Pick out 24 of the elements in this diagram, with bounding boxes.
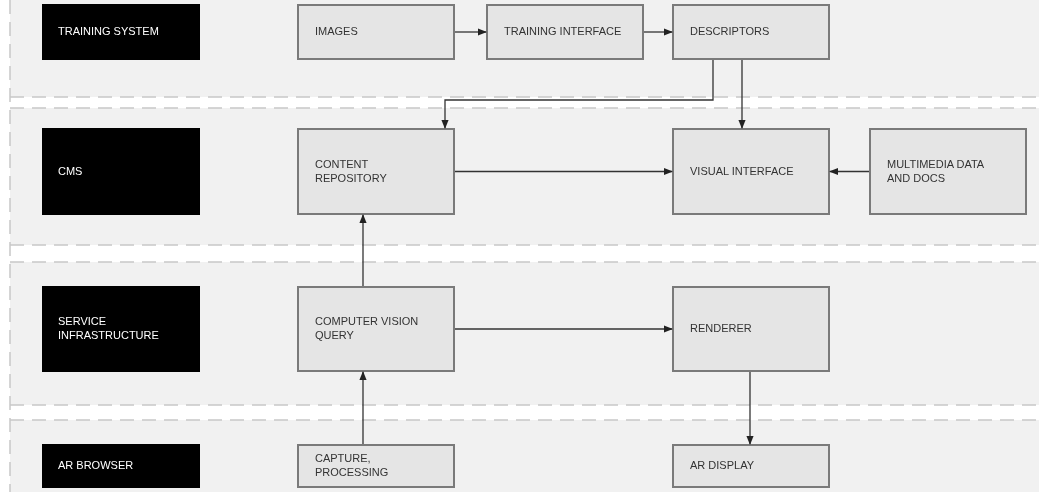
arrow (359, 214, 367, 287)
process-box: IMAGES (297, 4, 455, 60)
arrow (643, 28, 673, 36)
arrow (746, 371, 754, 445)
arrow (829, 167, 870, 176)
process-box: AR DISPLAY (672, 444, 830, 488)
lane-label-box: CMS (42, 128, 200, 215)
process-box: TRAINING INTERFACE (486, 4, 644, 60)
lane-label-box: SERVICE INFRASTRUCTURE (42, 286, 200, 372)
process-box: VISUAL INTERFACE (672, 128, 830, 215)
process-box: CAPTURE, PROCESSING (297, 444, 455, 488)
lane-label-box: AR BROWSER (42, 444, 200, 488)
lane-label-box: TRAINING SYSTEM (42, 4, 200, 60)
process-box: RENDERER (672, 286, 830, 372)
arrow (738, 59, 746, 129)
arrow (454, 325, 673, 333)
arrow (454, 167, 673, 176)
process-box: DESCRIPTORS (672, 4, 830, 60)
process-box: CONTENT REPOSITORY (297, 128, 455, 215)
process-box: MULTIMEDIA DATA AND DOCS (869, 128, 1027, 215)
arrow (359, 371, 367, 445)
process-box: COMPUTER VISION QUERY (297, 286, 455, 372)
arrow (454, 28, 487, 36)
arrow (441, 59, 714, 129)
